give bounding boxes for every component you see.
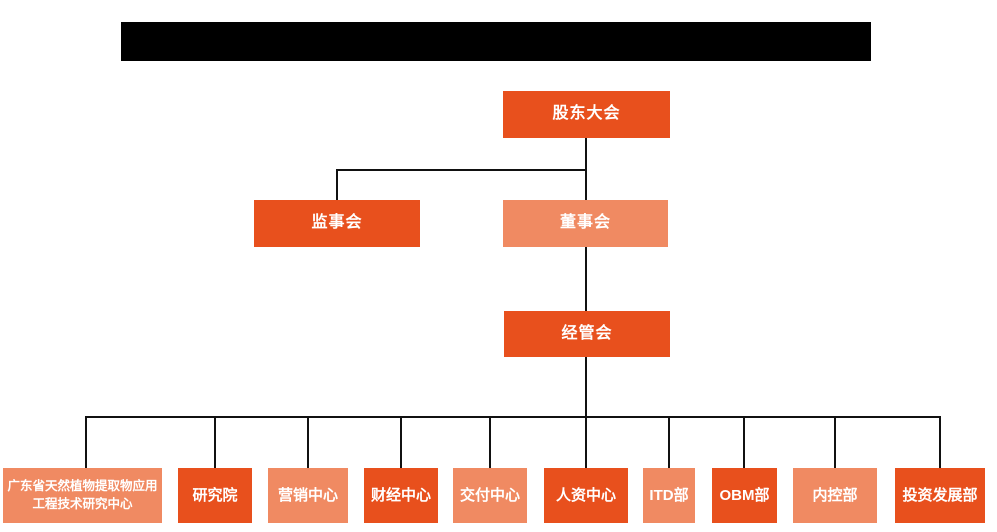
node-hr-center: 人资中心 bbox=[544, 468, 628, 523]
node-supervisory-board: 监事会 bbox=[254, 200, 420, 247]
node-obm-department: OBM部 bbox=[712, 468, 777, 523]
node-guangdong-plant-extract-research-center: 广东省天然植物提取物应用工程技术研究中心 bbox=[3, 468, 162, 523]
node-finance-center: 财经中心 bbox=[364, 468, 438, 523]
connector-line bbox=[489, 416, 491, 468]
node-marketing-center: 营销中心 bbox=[268, 468, 348, 523]
connector-line bbox=[585, 356, 587, 468]
node-board-of-directors: 董事会 bbox=[503, 200, 668, 247]
node-delivery-center: 交付中心 bbox=[453, 468, 527, 523]
redacted-title-bar bbox=[121, 22, 871, 61]
node-itd-department: ITD部 bbox=[643, 468, 695, 523]
connector-line bbox=[85, 416, 87, 468]
node-internal-control-department: 内控部 bbox=[793, 468, 877, 523]
node-research-institute: 研究院 bbox=[178, 468, 252, 523]
connector-line bbox=[307, 416, 309, 468]
connector-line bbox=[400, 416, 402, 468]
connector-line bbox=[214, 416, 216, 468]
connector-line bbox=[939, 416, 941, 468]
connector-line bbox=[336, 169, 338, 200]
connector-line bbox=[743, 416, 745, 468]
connector-line bbox=[668, 416, 670, 468]
connector-line bbox=[336, 169, 587, 171]
connector-line bbox=[85, 416, 941, 418]
connector-line bbox=[585, 247, 587, 312]
node-management-committee: 经管会 bbox=[504, 311, 670, 357]
connector-line bbox=[834, 416, 836, 468]
node-investment-development-department: 投资发展部 bbox=[895, 468, 985, 523]
node-shareholders-meeting: 股东大会 bbox=[503, 91, 670, 138]
